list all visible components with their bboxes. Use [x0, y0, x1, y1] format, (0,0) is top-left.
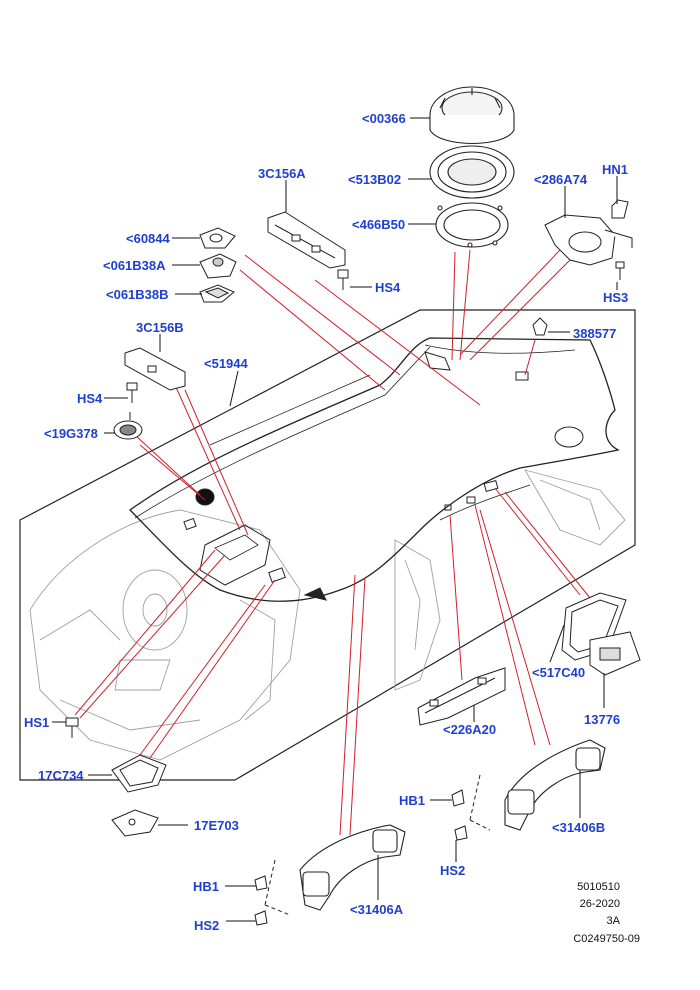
sensor-cover-icon [199, 284, 235, 303]
frame-outline [19, 309, 636, 781]
sensor-housing-icon [199, 253, 237, 279]
grab-handle-b-icon [504, 739, 606, 831]
part-label-HB1-left[interactable]: HB1 [193, 879, 220, 894]
part-label-513B02[interactable]: <513B02 [348, 172, 402, 187]
headlining-panel [128, 337, 620, 602]
part-label-17C734[interactable]: 17C734 [38, 768, 84, 783]
part-label-00366[interactable]: <00366 [362, 111, 406, 126]
roof-bracket-a-icon [267, 211, 346, 269]
grab-handle-a-icon [299, 824, 406, 911]
part-label-HS4-top[interactable]: HS4 [375, 280, 401, 295]
console-seal-icon [111, 809, 159, 837]
part-label-061B38A[interactable]: <061B38A [103, 258, 166, 273]
speaker-ring-icon [429, 86, 515, 144]
part-label-HN1[interactable]: HN1 [602, 162, 629, 177]
part-label-19G378[interactable]: <19G378 [44, 426, 98, 441]
rain-sensor-icon [113, 412, 143, 440]
screw-hs4-left-icon [126, 382, 138, 403]
handle-bracket-icon [417, 667, 506, 726]
part-label-388577[interactable]: 388577 [573, 326, 617, 341]
part-label-226A20[interactable]: <226A20 [443, 722, 497, 737]
fastener-icon [532, 317, 548, 336]
grommet-icon [199, 227, 236, 249]
reference-revision: 3A [606, 915, 620, 927]
part-label-31406B[interactable]: <31406B [552, 820, 606, 835]
speaker-bracket-icon [544, 214, 633, 266]
speaker-seal-icon [435, 202, 509, 248]
part-label-51944[interactable]: <51944 [204, 356, 248, 371]
part-label-061B38B[interactable]: <061B38B [106, 287, 169, 302]
screw-hs1-icon [65, 717, 79, 738]
drawing-number: C0249750-09 [573, 933, 640, 945]
console-frame-icon [111, 754, 167, 793]
part-label-17E703[interactable]: 17E703 [194, 818, 239, 833]
part-label-517C40[interactable]: <517C40 [532, 665, 586, 680]
part-label-3C156A[interactable]: 3C156A [258, 166, 306, 181]
ghost-interior [29, 469, 626, 761]
roof-bracket-b-icon [124, 347, 186, 391]
part-label-HS3[interactable]: HS3 [603, 290, 629, 305]
part-label-466B50[interactable]: <466B50 [352, 217, 406, 232]
reference-code: 5010510 [577, 881, 620, 893]
part-label-HS2-left[interactable]: HS2 [194, 918, 220, 933]
part-label-31406A[interactable]: <31406A [350, 902, 404, 917]
clip-nut-icon [611, 199, 629, 219]
leader-lines [74, 249, 591, 836]
part-label-286A74[interactable]: <286A74 [534, 172, 588, 187]
screw-hs4-icon [337, 269, 349, 290]
part-label-HS1[interactable]: HS1 [24, 715, 50, 730]
part-label-HS4-left[interactable]: HS4 [77, 391, 103, 406]
part-label-13776[interactable]: 13776 [584, 712, 621, 727]
speaker-grille-icon [429, 145, 515, 199]
part-label-HS2-right[interactable]: HS2 [440, 863, 466, 878]
bolt-icons [254, 774, 491, 926]
part-label-60844[interactable]: <60844 [126, 231, 170, 246]
courtesy-lamp-icon [589, 631, 641, 676]
reference-date: 26-2020 [579, 898, 620, 910]
part-label-3C156B[interactable]: 3C156B [136, 320, 184, 335]
screw-icon [615, 261, 625, 280]
label-leaders [52, 117, 618, 922]
part-label-HB1-right[interactable]: HB1 [399, 793, 426, 808]
